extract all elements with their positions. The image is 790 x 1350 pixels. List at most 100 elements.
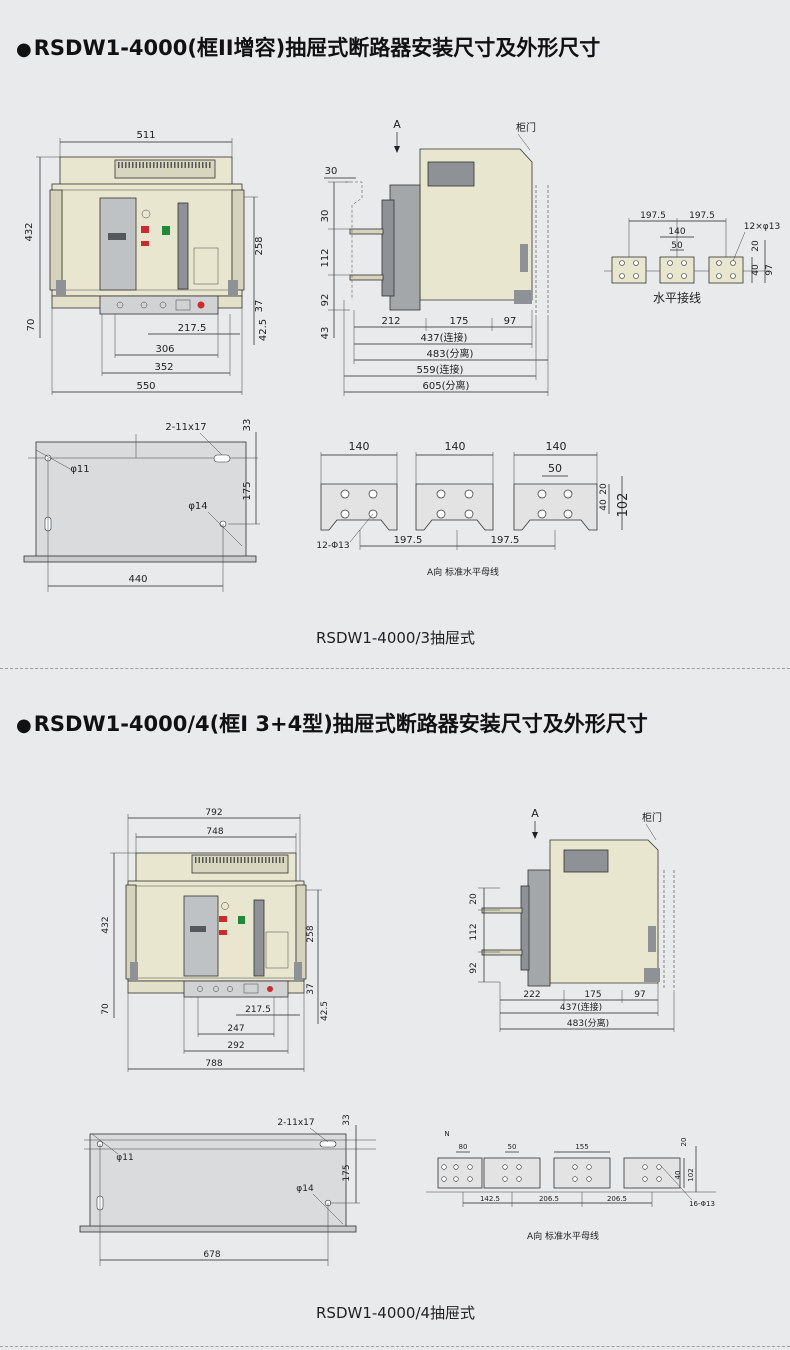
s2-bb-hole-label: 16-Φ13: [689, 1200, 715, 1208]
hc-dim-20: 20: [751, 240, 761, 252]
hc-dim-140: 140: [668, 227, 685, 237]
bb-dim-40: 40: [599, 499, 609, 511]
side-dim-483: 483(分离): [427, 347, 474, 360]
dim-217-5: 217.5: [178, 323, 207, 334]
hc-dim-50: 50: [671, 241, 683, 251]
s2-dim-788: 788: [205, 1059, 222, 1069]
section2-caption: RSDW1-4000/4抽屉式: [316, 1304, 476, 1322]
s2-bb-dim-50: 50: [508, 1143, 517, 1151]
dim-258: 258: [254, 236, 265, 255]
s2-dim-217-5: 217.5: [245, 1005, 271, 1015]
side-dim-559: 559(连接): [417, 363, 464, 376]
bb-dim-102: 102: [616, 493, 631, 518]
s2-side-dim-222: 222: [523, 990, 540, 1000]
s2-base-phi14: φ14: [296, 1184, 314, 1194]
s2-dim-748: 748: [206, 827, 223, 837]
dim-352: 352: [154, 362, 173, 373]
s2-dim-432: 432: [101, 916, 111, 933]
s2-side-dim-175: 175: [584, 990, 601, 1000]
bb-dim-197-5b: 197.5: [491, 535, 520, 546]
bb-dim-197-5a: 197.5: [394, 535, 423, 546]
hc-hole-label: 12×φ13: [744, 222, 780, 232]
s2-dim-258: 258: [306, 925, 316, 942]
s2-door-label: 柜门: [642, 811, 662, 824]
dim-42-5: 42.5: [258, 319, 269, 341]
side-dim-30a: 30: [325, 166, 338, 177]
s2-bb-dim-80: 80: [459, 1143, 468, 1151]
s2-base-dim-33: 33: [342, 1114, 352, 1125]
s2-side-dim-112: 112: [469, 923, 479, 940]
base-dim-175: 175: [242, 481, 253, 500]
s2-bb-label: A向 标准水平母线: [527, 1230, 599, 1242]
base-phi11: φ11: [70, 464, 89, 475]
side-dim-30b: 30: [320, 210, 331, 223]
side-dim-43: 43: [320, 327, 331, 340]
hc-dim-197-5a: 197.5: [640, 211, 666, 221]
bb-dim-140c: 140: [546, 440, 567, 453]
s1-busbar-view: 140 140 140 50 20 40 102 12-Φ13 197.5 19…: [316, 440, 631, 578]
s2-side-dim-437: 437(连接): [560, 1001, 602, 1013]
s2-front-view: 792 748 432 258 37 70 42.5 217.5 247 292…: [101, 808, 330, 1072]
s2-side-arrow-label: A: [531, 807, 539, 820]
hc-dim-197-5b: 197.5: [689, 211, 715, 221]
s2-base-phi11: φ11: [116, 1153, 133, 1163]
dim-70: 70: [26, 319, 37, 332]
s2-bb-dim-155: 155: [575, 1143, 588, 1151]
hc-label: 水平接线: [653, 290, 701, 305]
s2-dim-792: 792: [205, 808, 222, 818]
side-arrow-label: A: [393, 118, 401, 131]
hc-dim-40: 40: [751, 264, 761, 276]
s2-base-dim-175: 175: [342, 1164, 352, 1181]
side-dim-175: 175: [449, 316, 468, 327]
bb-dim-50: 50: [548, 462, 562, 475]
side-dim-112: 112: [320, 248, 331, 267]
s2-dim-70: 70: [101, 1003, 111, 1015]
side-dim-92: 92: [320, 294, 331, 307]
bb-dim-140b: 140: [445, 440, 466, 453]
side-dim-97: 97: [504, 316, 517, 327]
base-phi14: φ14: [188, 501, 207, 512]
s1-horizontal-connection: 197.5 197.5 140 50 12×φ13 20 40 97 水平接线: [604, 211, 780, 305]
bb-dim-140a: 140: [349, 440, 370, 453]
base-dim-33: 33: [242, 419, 253, 432]
door-label: 柜门: [516, 121, 536, 134]
section2-title: ●RSDW1-4000/4(框I 3+4型)抽屉式断路器安装尺寸及外形尺寸: [16, 712, 648, 736]
dim-511: 511: [136, 130, 155, 141]
bb-hole-label: 12-Φ13: [316, 541, 349, 551]
dim-550: 550: [136, 381, 155, 392]
side-dim-437: 437(连接): [421, 331, 468, 344]
side-dim-212: 212: [381, 316, 400, 327]
bb-dim-20: 20: [599, 483, 609, 495]
section2-drawings: 792 748 432 258 37 70 42.5 217.5 247 292…: [79, 807, 716, 1266]
s1-front-view: 511 432 258 37 70 42.5 217.5 306 352 550: [24, 130, 269, 395]
s2-dim-247: 247: [227, 1024, 244, 1034]
s2-bb-dim-102: 102: [687, 1168, 695, 1181]
bottom-divider: [0, 1346, 790, 1347]
s2-bb-dim-142-5: 142.5: [480, 1195, 500, 1203]
s2-base-slot: 2-11x17: [277, 1118, 314, 1128]
section1-drawings: 511 432 258 37 70 42.5 217.5 306 352 550…: [23, 118, 780, 592]
dim-37: 37: [254, 300, 265, 313]
section-divider: [0, 668, 790, 669]
s1-side-view: A 柜门 30 30 112 92 43 212: [320, 118, 549, 396]
s1-base-view: φ11 2-11x17 φ14 33 175 440: [23, 419, 260, 592]
s2-bb-dim-40: 40: [674, 1171, 682, 1180]
hc-dim-97: 97: [765, 264, 775, 275]
section1-title: ●RSDW1-4000(框II增容)抽屉式断路器安装尺寸及外形尺寸: [16, 36, 601, 60]
s2-side-dim-483: 483(分离): [567, 1017, 609, 1029]
s2-side-dim-92: 92: [469, 962, 479, 973]
s2-dim-37: 37: [306, 983, 316, 994]
base-dim-440: 440: [128, 574, 147, 585]
s2-bb-dim-206-5a: 206.5: [539, 1195, 559, 1203]
s2-busbar-view: N 80 50 155 20 40 102 142.5 206.5 206.5 …: [426, 1130, 716, 1242]
dim-432: 432: [24, 222, 35, 241]
side-dim-605: 605(分离): [423, 379, 470, 392]
dim-306: 306: [155, 344, 174, 355]
s2-dim-42-5: 42.5: [320, 1001, 330, 1021]
s2-bb-n-label: N: [444, 1130, 449, 1138]
s2-bb-dim-20: 20: [680, 1138, 688, 1147]
s2-side-view: A 柜门 20 112 92 222 175 97 437(连接): [469, 807, 675, 1032]
section1-caption: RSDW1-4000/3抽屉式: [316, 629, 476, 647]
bb-label: A向 标准水平母线: [427, 566, 499, 578]
s2-base-dim-678: 678: [203, 1250, 220, 1260]
